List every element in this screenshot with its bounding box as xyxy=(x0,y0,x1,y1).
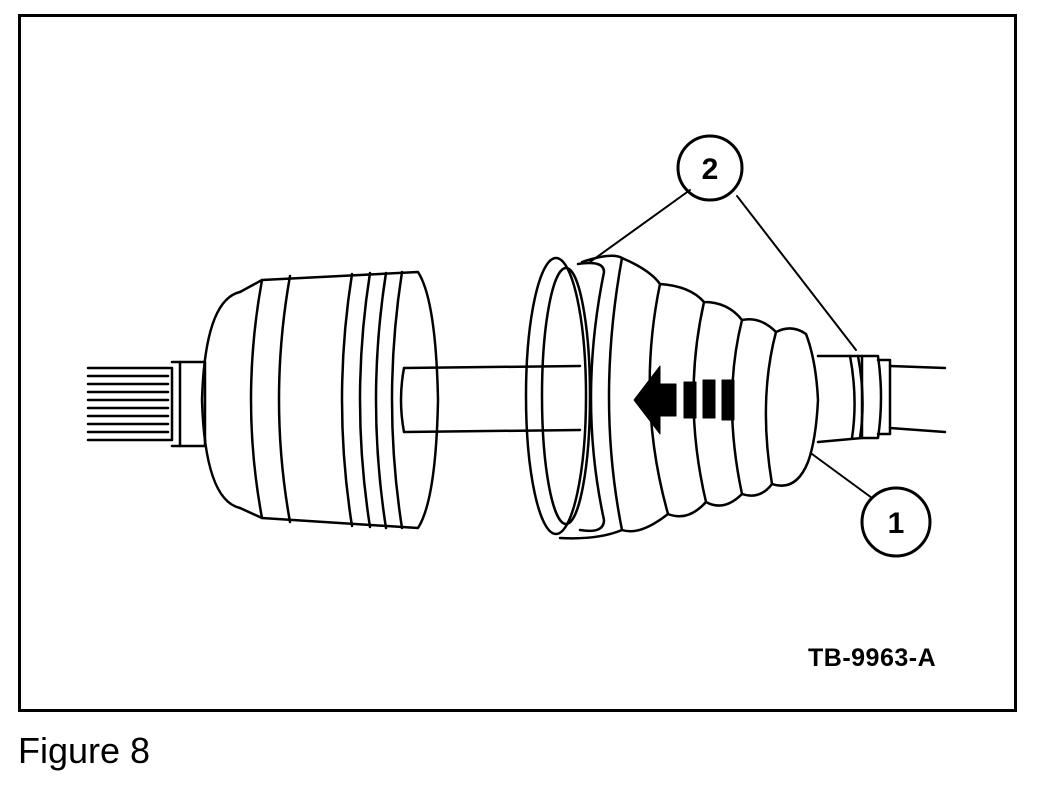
direction-arrow xyxy=(633,365,735,435)
boot-clamps xyxy=(576,261,864,533)
leader-lines xyxy=(589,189,873,499)
callout-2-label: 2 xyxy=(702,153,719,186)
axle-shaft-right xyxy=(888,364,947,434)
cv-joint-housing xyxy=(200,270,440,530)
callout-circle-1 xyxy=(860,486,932,558)
callout-1-label: 1 xyxy=(888,507,905,540)
figure-caption: Figure 8 xyxy=(18,730,151,771)
callout-circle-2 xyxy=(676,134,744,202)
splined-stub-shaft xyxy=(86,360,207,448)
axle-shaft xyxy=(399,364,582,434)
reference-code: TB-9963-A xyxy=(808,644,937,672)
illustration-frame xyxy=(18,14,1017,712)
